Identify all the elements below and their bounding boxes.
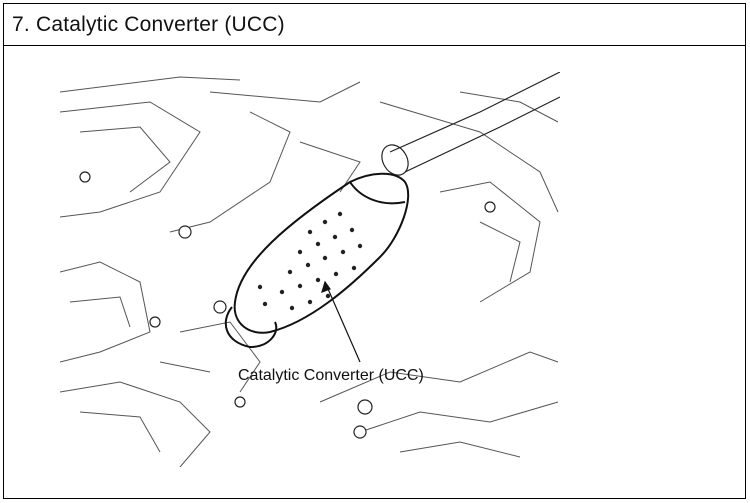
document-table: 7. Catalytic Converter (UCC) <box>3 3 746 499</box>
callout-label: Catalytic Converter (UCC) <box>238 367 424 384</box>
underbody-illustration <box>60 72 560 467</box>
section-title: 7. Catalytic Converter (UCC) <box>12 13 285 36</box>
mounting-bolts <box>79 171 496 439</box>
callout-leader <box>324 281 361 363</box>
heat-shield-holes <box>257 211 363 311</box>
chassis-lines <box>60 76 559 467</box>
title-row: 7. Catalytic Converter (UCC) <box>4 4 745 46</box>
exhaust-pipe <box>381 72 560 176</box>
catalytic-converter-body <box>224 172 410 349</box>
